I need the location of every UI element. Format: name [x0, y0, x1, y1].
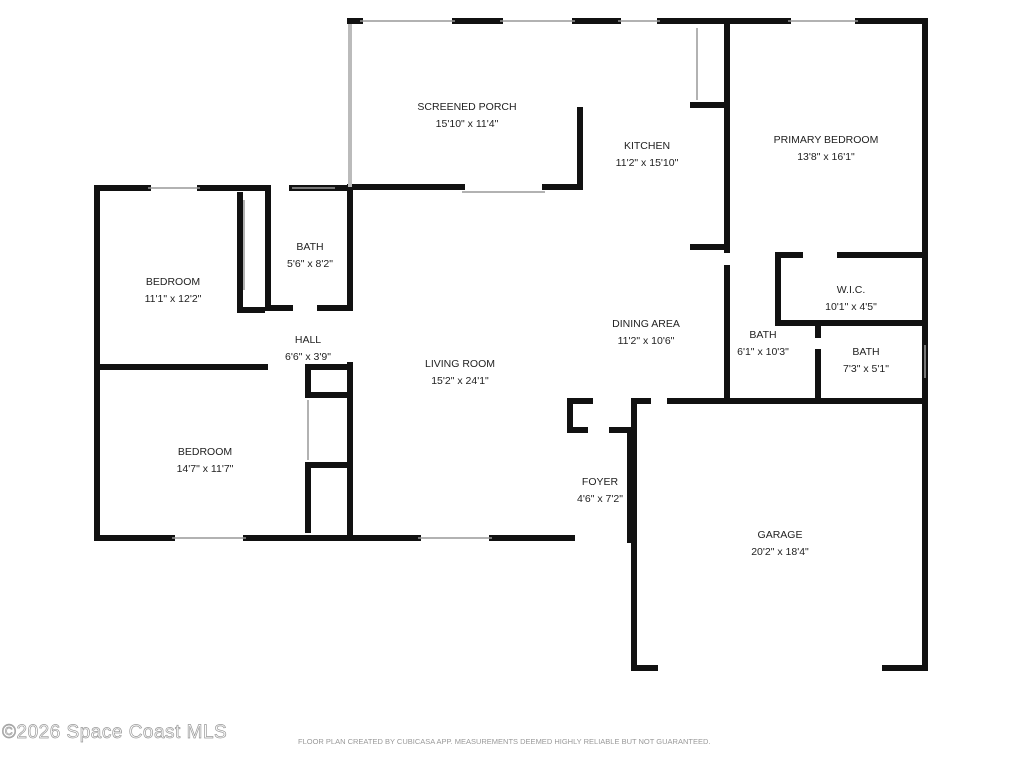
room-name: DINING AREA: [612, 318, 680, 330]
room-name: GARAGE: [757, 529, 803, 541]
room-size: 6'1" x 10'3": [737, 346, 789, 358]
room-name: HALL: [294, 334, 322, 346]
room-name: BATH: [749, 329, 777, 341]
room-name: PRIMARY BEDROOM: [773, 134, 879, 146]
room-wic: W.I.C. 10'1" x 4'5": [825, 282, 877, 316]
room-name: W.I.C.: [836, 284, 866, 296]
room-hall: HALL 6'6" x 3'9": [285, 332, 331, 366]
room-size: 13'8" x 16'1": [797, 151, 855, 163]
room-name: FOYER: [581, 476, 619, 488]
room-size: 20'2" x 18'4": [751, 546, 809, 558]
room-name: BATH: [852, 346, 880, 358]
room-foyer: FOYER 4'6" x 7'2": [577, 474, 623, 508]
room-bath-3: BATH 7'3" x 5'1": [843, 344, 889, 378]
room-living-room: LIVING ROOM 15'2" x 24'1": [425, 356, 495, 390]
room-name: LIVING ROOM: [424, 358, 496, 370]
room-bedroom-1: BEDROOM 11'1" x 12'2": [145, 274, 202, 308]
room-name: KITCHEN: [623, 140, 671, 152]
room-dining-area: DINING AREA 11'2" x 10'6": [612, 316, 680, 350]
room-kitchen: KITCHEN 11'2" x 15'10": [616, 138, 679, 172]
room-size: 15'2" x 24'1": [431, 375, 489, 387]
room-name: BEDROOM: [145, 276, 201, 288]
room-name: SCREENED PORCH: [417, 101, 517, 113]
room-size: 11'1" x 12'2": [144, 293, 202, 305]
room-size: 7'3" x 5'1": [843, 363, 889, 375]
watermark: ©2026 Space Coast MLS: [2, 722, 228, 744]
disclaimer-footer: FLOOR PLAN CREATED BY CUBICASA APP. MEAS…: [298, 737, 711, 746]
room-size: 5'6" x 8'2": [287, 258, 333, 270]
room-size: 11'2" x 10'6": [617, 335, 675, 347]
room-size: 6'6" x 3'9": [285, 351, 331, 363]
room-size: 4'6" x 7'2": [577, 493, 623, 505]
room-bath-1: BATH 5'6" x 8'2": [287, 239, 333, 273]
room-size: 14'7" x 11'7": [176, 463, 234, 475]
room-name: BATH: [296, 241, 324, 253]
room-size: 10'1" x 4'5": [825, 301, 877, 313]
room-garage: GARAGE 20'2" x 18'4": [751, 527, 809, 561]
room-size: 15'10" x 11'4": [435, 118, 499, 130]
room-bedroom-2: BEDROOM 14'7" x 11'7": [177, 444, 234, 478]
room-primary-bedroom: PRIMARY BEDROOM 13'8" x 16'1": [774, 132, 879, 166]
room-name: BEDROOM: [177, 446, 233, 458]
room-screened-porch: SCREENED PORCH 15'10" x 11'4": [417, 99, 516, 133]
room-bath-2: BATH 6'1" x 10'3": [737, 327, 789, 361]
room-size: 11'2" x 15'10": [615, 157, 679, 169]
